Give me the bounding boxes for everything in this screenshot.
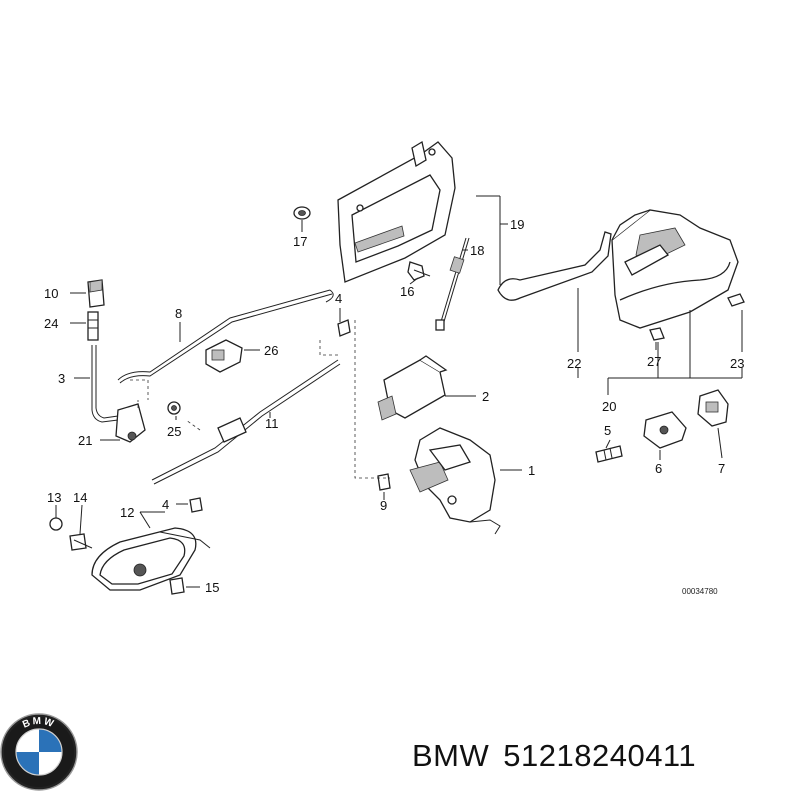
seal-strip-22 <box>497 231 612 301</box>
screw-14 <box>69 533 93 551</box>
clip-15 <box>169 577 185 595</box>
rod-18 <box>435 237 470 331</box>
lock-button-10 <box>87 279 105 308</box>
callout-26: 26 <box>264 343 278 358</box>
callout-2: 2 <box>482 389 489 404</box>
inner-handle-12 <box>91 527 211 591</box>
lock-cylinder-2 <box>377 355 448 421</box>
callout-13: 13 <box>47 490 61 505</box>
callout-18: 18 <box>470 243 484 258</box>
screw-13 <box>49 517 63 531</box>
leader-lines <box>55 195 743 588</box>
screw-16 <box>407 261 431 281</box>
callout-23: 23 <box>730 356 744 371</box>
callout-labels: 1 2 3 4 4 5 6 7 8 9 10 11 12 13 14 15 16… <box>44 217 744 596</box>
callout-25: 25 <box>167 424 181 439</box>
callout-22: 22 <box>567 356 581 371</box>
sleeve-24 <box>87 311 99 341</box>
callout-17: 17 <box>293 234 307 249</box>
callout-11: 11 <box>265 416 279 431</box>
part-number: 51218240411 <box>503 738 697 773</box>
callout-16: 16 <box>400 284 414 299</box>
callout-1: 1 <box>528 463 535 478</box>
carrier-bracket <box>337 140 456 283</box>
outer-handle <box>611 209 739 329</box>
callout-8: 8 <box>175 306 182 321</box>
cable-11 <box>151 359 341 485</box>
manufacturer-name: BMW <box>412 738 490 773</box>
callout-7: 7 <box>718 461 725 476</box>
callout-21: 21 <box>78 433 92 448</box>
callout-14: 14 <box>73 490 87 505</box>
screw-23 <box>727 293 745 307</box>
bmw-logo: BMW <box>0 713 78 791</box>
callout-27: 27 <box>647 354 661 369</box>
callout-19: 19 <box>510 217 524 232</box>
clip-25 <box>167 401 181 415</box>
callout-4-upper: 4 <box>335 291 342 306</box>
callout-6: 6 <box>655 461 662 476</box>
door-lock-1 <box>409 427 501 535</box>
callout-3: 3 <box>58 371 65 386</box>
bracket-7 <box>697 389 729 427</box>
diagram-reference-number: 00034780 <box>682 587 718 596</box>
screw-9 <box>377 473 391 491</box>
screw-27 <box>649 327 665 341</box>
callout-10: 10 <box>44 286 58 301</box>
clip-4-upper <box>337 319 351 337</box>
clip-4-lower <box>189 497 203 513</box>
rod-8 <box>117 289 334 384</box>
callout-12: 12 <box>120 505 134 520</box>
callout-20: 20 <box>602 399 616 414</box>
svg-text:BMW: BMW <box>21 716 57 731</box>
assembly-lines <box>130 320 390 479</box>
rod-3 <box>91 345 119 423</box>
screw-5 <box>595 445 623 463</box>
callout-9: 9 <box>380 498 387 513</box>
grommet-17 <box>293 206 311 220</box>
callout-4-lower: 4 <box>162 497 169 512</box>
bellcrank-21 <box>115 403 146 443</box>
callout-5: 5 <box>604 423 611 438</box>
brand-part-label: BMW 51218240411 <box>412 738 710 774</box>
callout-24: 24 <box>44 316 58 331</box>
callout-15: 15 <box>205 580 219 595</box>
bracket-6 <box>643 411 687 449</box>
holder-26 <box>205 339 243 373</box>
logo-text: BMW <box>21 716 55 731</box>
